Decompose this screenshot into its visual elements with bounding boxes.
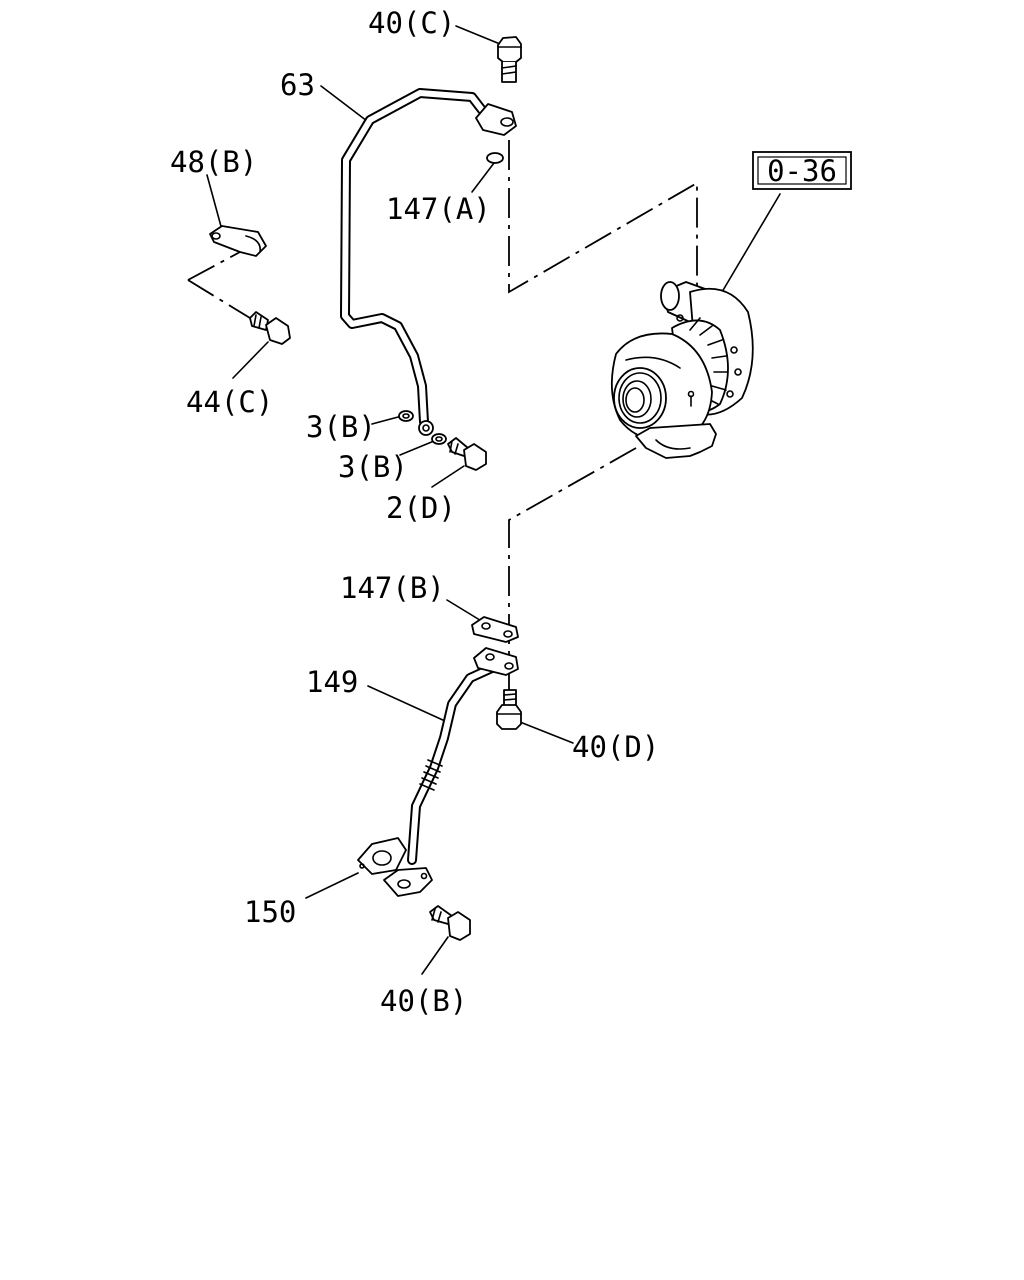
- washer-3b-b: [431, 433, 447, 445]
- pipe-149: [407, 647, 519, 865]
- callout-40d: 40(D): [572, 730, 659, 764]
- callout-48b: 48(B): [170, 145, 257, 179]
- pipe-149-lower-flange: [383, 867, 433, 897]
- pipe-63: [340, 88, 517, 436]
- washer-3b-a: [398, 410, 414, 422]
- callout-2d: 2(D): [386, 491, 456, 525]
- bolt-2d: [447, 437, 487, 471]
- bolt-40b: [429, 905, 471, 941]
- callout-149: 149: [306, 665, 358, 699]
- callout-150: 150: [244, 895, 296, 929]
- callout-147a: 147(A): [386, 192, 491, 226]
- callout-147b: 147(B): [340, 571, 445, 605]
- callout-44c: 44(C): [186, 385, 273, 419]
- bolt-44c: [249, 311, 291, 345]
- gasket-147b: [471, 616, 519, 643]
- turbocharger: [610, 281, 754, 459]
- ref-box-label: 0-36: [767, 154, 837, 188]
- callout-3b-2: 3(B): [338, 450, 408, 484]
- bolt-40d: [496, 689, 522, 730]
- callout-3b-1: 3(B): [306, 410, 376, 444]
- gasket-150: [357, 837, 407, 875]
- callout-40b: 40(B): [380, 984, 467, 1018]
- callout-labels: 40(C) 63 48(B) 147(A) 44(C) 3(B) 3(B) 2(…: [170, 6, 659, 1018]
- ref-box-0-36: 0-36: [752, 151, 852, 190]
- gasket-147a: [486, 152, 504, 164]
- clip-48b: [209, 225, 267, 257]
- callout-40c: 40(C): [368, 6, 455, 40]
- assembly-centerlines: [187, 140, 698, 705]
- callout-63: 63: [280, 68, 315, 102]
- bolt-40c: [497, 36, 522, 83]
- leader-lines: [206, 25, 781, 975]
